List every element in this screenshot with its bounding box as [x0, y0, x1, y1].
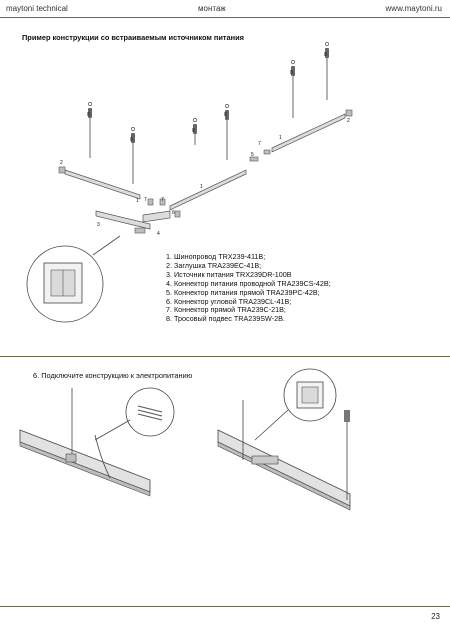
footer-rule — [0, 606, 450, 607]
legend-item-cable-suspension: 8. Тросовый подвес TRA239SW-2B. — [166, 314, 285, 324]
page-number: 23 — [431, 612, 440, 621]
legend-item-wired-power-connector: 4. Коннектор питания проводной TRA239CS-… — [166, 278, 331, 288]
callout-1b: 1 — [200, 184, 203, 190]
header-brand: maytoni technical — [6, 4, 68, 13]
header-rule — [0, 17, 450, 18]
callout-1a: 1 — [136, 198, 139, 204]
callout-8b: 8 — [130, 137, 133, 143]
callout-5: 5 — [251, 152, 254, 158]
legend-item-end-cap: 2. Заглушка TRA239EC-41B; — [166, 260, 262, 270]
parts-legend: 1. Шинопровод TRX239-411B; 2. Заглушка T… — [166, 252, 331, 324]
callout-1c: 1 — [279, 135, 282, 141]
legend-item-power-supply: 3. Источник питания TRX239DR-100B — [166, 269, 292, 279]
header-site-link[interactable]: www.maytoni.ru — [385, 4, 442, 13]
callout-8e: 8 — [290, 70, 293, 76]
legend-item-track: 1. Шинопровод TRX239-411B; — [166, 252, 266, 261]
legend-item-straight-connector: 7. Коннектор прямой TRA239C-21B; — [166, 305, 286, 315]
callout-8c: 8 — [192, 128, 195, 134]
callout-8a: 8 — [87, 112, 90, 118]
callout-7b: 7 — [161, 197, 164, 203]
header-section: монтаж — [198, 4, 226, 13]
section-divider — [0, 356, 450, 357]
callout-7a: 7 — [144, 197, 147, 203]
section-title: Пример конструкции со встраиваемым источ… — [22, 33, 244, 42]
callout-4: 4 — [157, 231, 160, 237]
callout-2b: 2 — [347, 118, 350, 124]
step-instruction: 6. Подключите конструкцию к электропитан… — [33, 371, 193, 380]
callout-8d: 8 — [224, 112, 227, 118]
legend-item-straight-power-connector: 5. Коннектор питания прямой TRA239PC-42B… — [166, 287, 320, 297]
callout-7c: 7 — [258, 141, 261, 147]
callout-3: 3 — [97, 222, 100, 228]
legend-item-corner-connector: 6. Коннектор угловой TRA239CL-41B; — [166, 296, 292, 306]
callout-8f: 8 — [324, 52, 327, 58]
callout-2a: 2 — [60, 160, 63, 166]
callout-6: 6 — [172, 210, 175, 216]
